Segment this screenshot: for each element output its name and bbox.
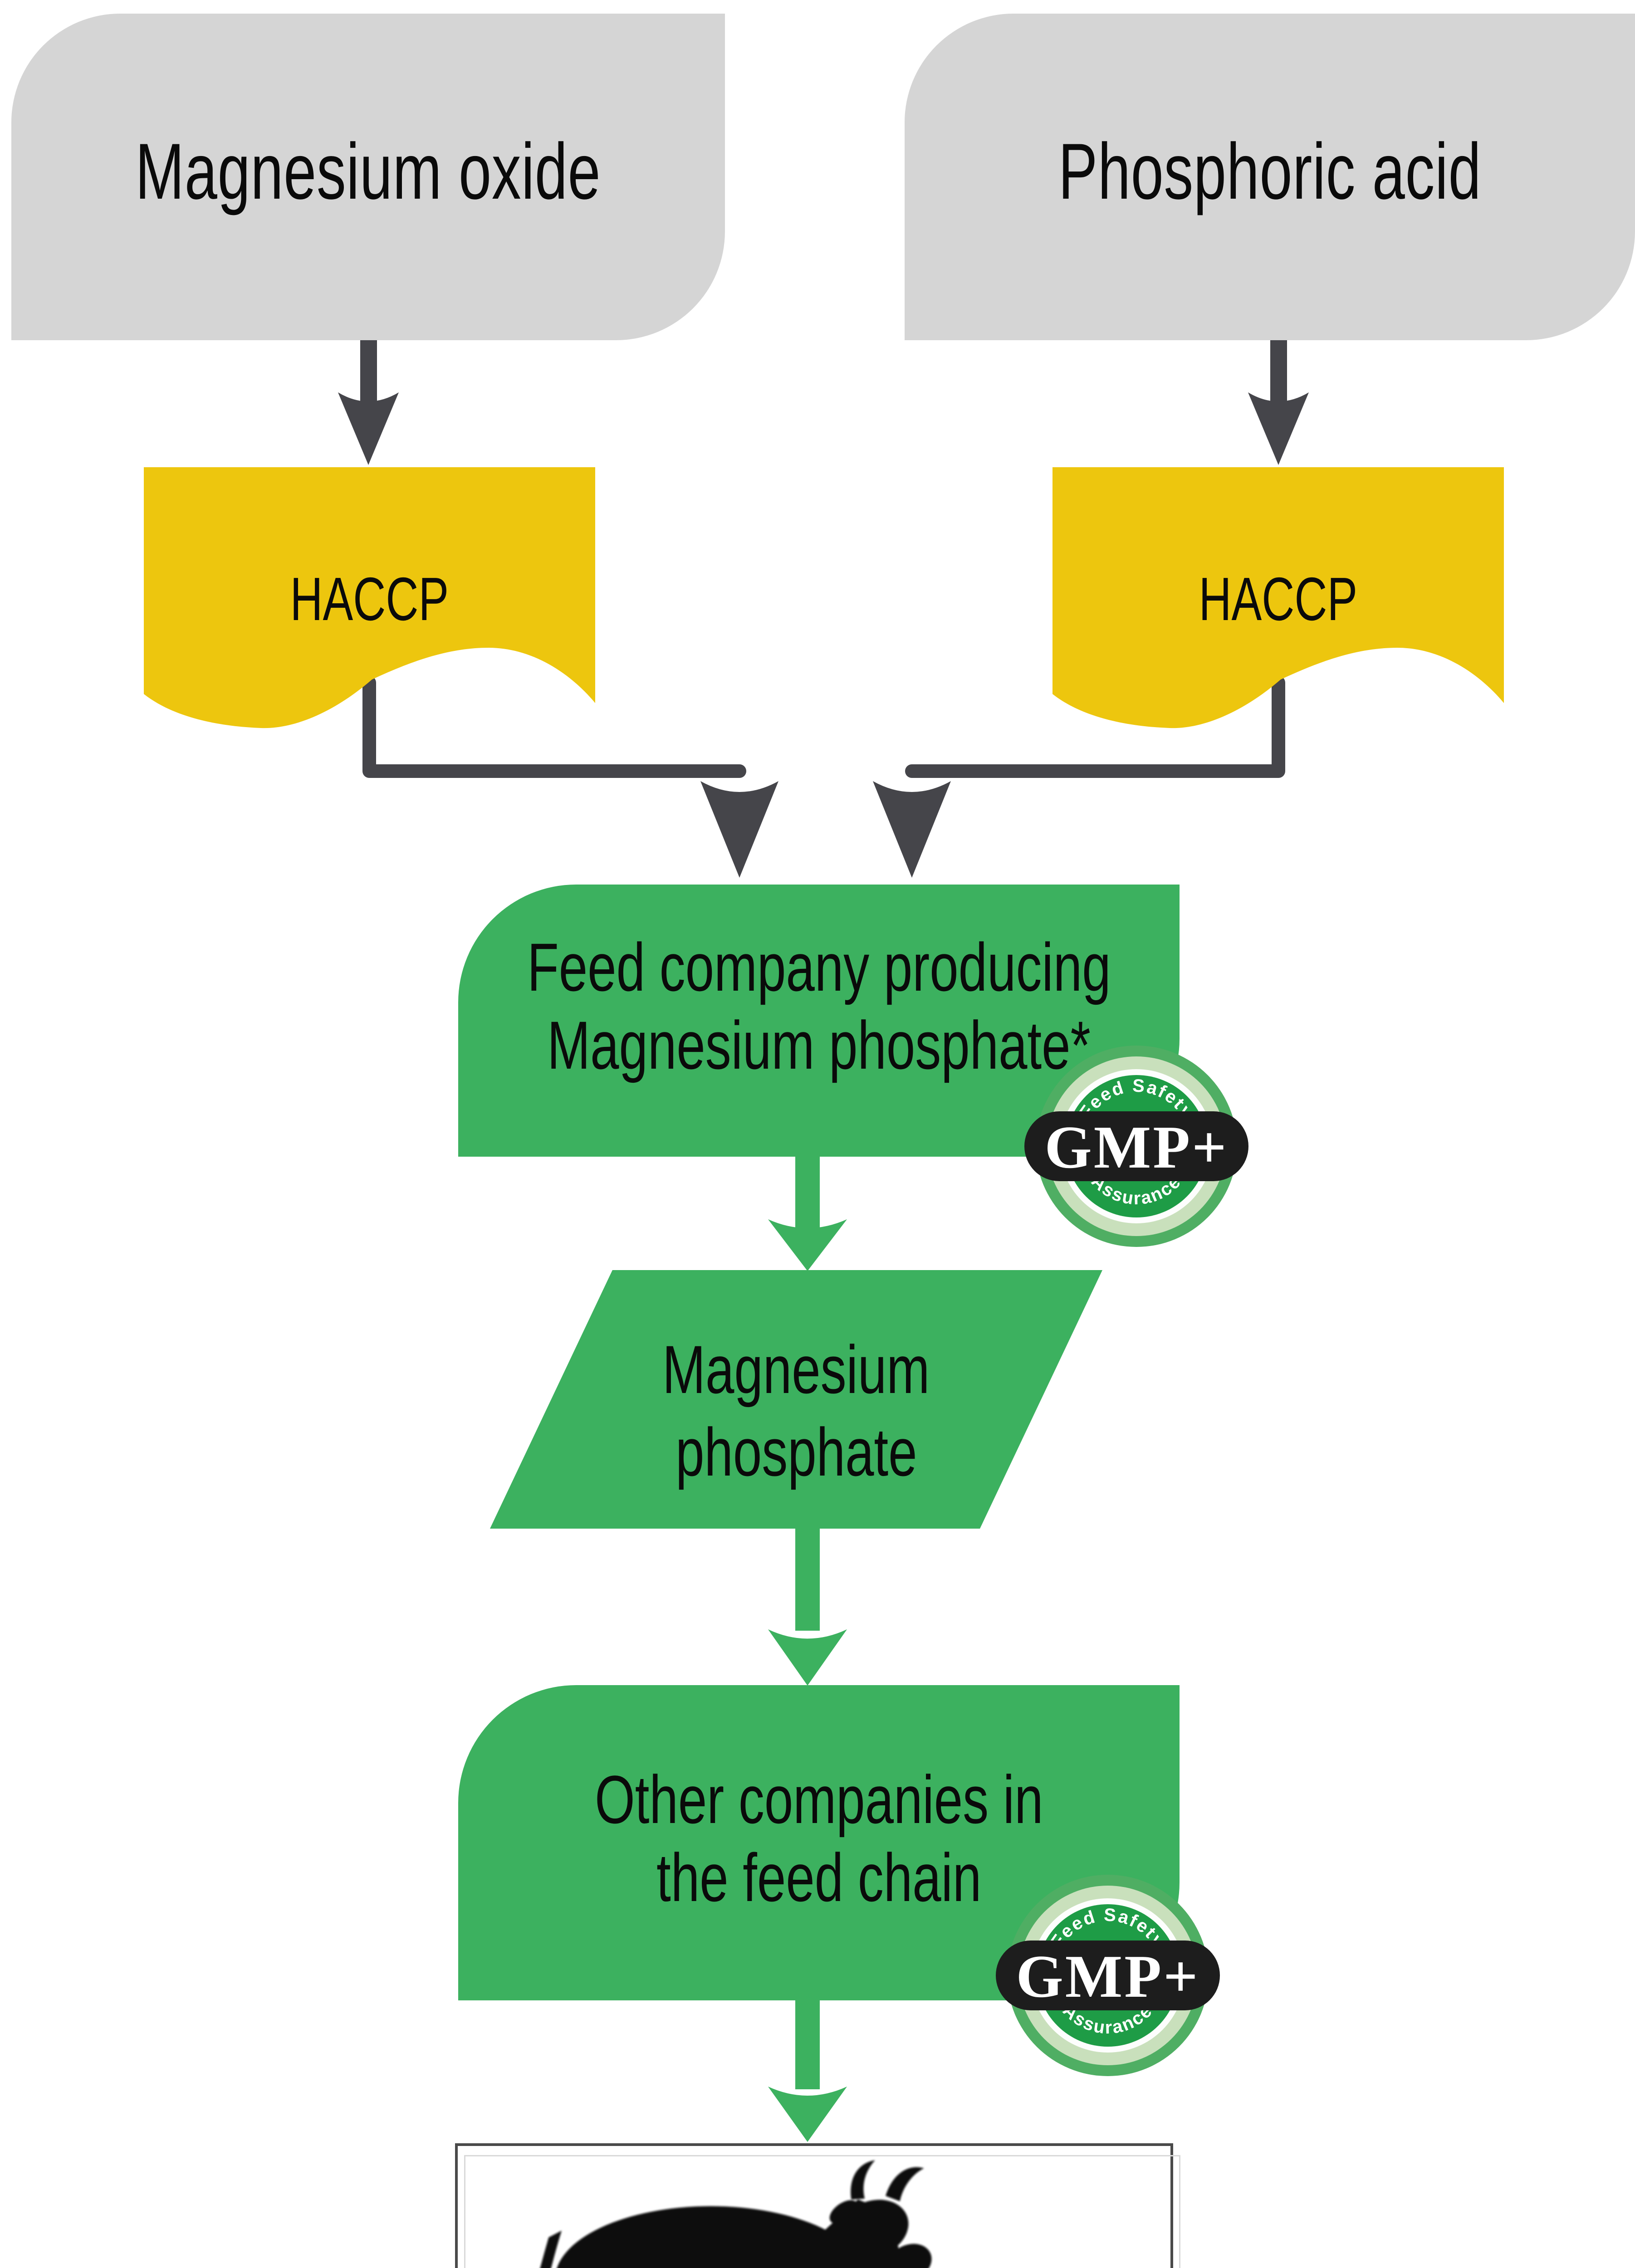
node-haccp-left: HACCP (144, 481, 595, 717)
document-shape-haccp-right (1052, 467, 1504, 728)
arrow-down-green-2-icon (768, 1526, 847, 1686)
feed-company-line1: Feed company producing (527, 929, 1111, 1005)
magnesium-oxide-label: Magnesium oxide (135, 127, 601, 216)
phosphoric-acid-label: Phosphoric acid (1058, 127, 1482, 216)
document-shape-haccp-left (144, 467, 595, 728)
node-magnesium-phosphate: Magnesium phosphate (506, 1270, 1087, 1529)
feed-company-line2: Magnesium phosphate* (547, 1007, 1091, 1083)
node-feed-company: Feed company producing Magnesium phospha… (458, 885, 1180, 1157)
cow-silhouette (540, 2160, 932, 2268)
badge-gmp-label: GMP+ (1016, 1943, 1200, 2010)
parallelogram-shape-magnesium-phosphate (490, 1270, 1102, 1529)
node-haccp-right: HACCP (1052, 481, 1504, 717)
magnesium-phosphate-line2: phosphate (675, 1414, 917, 1490)
node-magnesium-oxide: Magnesium oxide (11, 14, 725, 340)
haccp-left-label: HACCP (290, 564, 449, 633)
connector-merge-right (873, 676, 1285, 878)
arrow-down-green-1-icon (768, 1154, 847, 1271)
livestock-silhouettes (540, 2160, 932, 2268)
other-companies-line1: Other companies in (594, 1761, 1043, 1838)
other-companies-line2: the feed chain (656, 1839, 982, 1916)
badge-gmp-label: GMP+ (1045, 1114, 1229, 1181)
arrow-down-dark-right-icon (1248, 338, 1309, 465)
gmp-plus-badge-2: Feed Safety Assurance GMP+ (996, 1875, 1220, 2076)
magnesium-phosphate-line1: Magnesium (662, 1331, 930, 1408)
badge-pill (1024, 1111, 1248, 1181)
connector-merge-left (362, 676, 778, 878)
livestock-photo (455, 2143, 1180, 2268)
arrow-down-dark-left-icon (338, 338, 399, 465)
node-phosphoric-acid: Phosphoric acid (905, 14, 1635, 340)
arrow-down-green-3-icon (768, 1999, 847, 2142)
haccp-right-label: HACCP (1199, 564, 1358, 633)
gmp-plus-badge-1: Feed Safety Assurance GMP+ (1024, 1046, 1248, 1247)
badge-pill (996, 1941, 1220, 2010)
